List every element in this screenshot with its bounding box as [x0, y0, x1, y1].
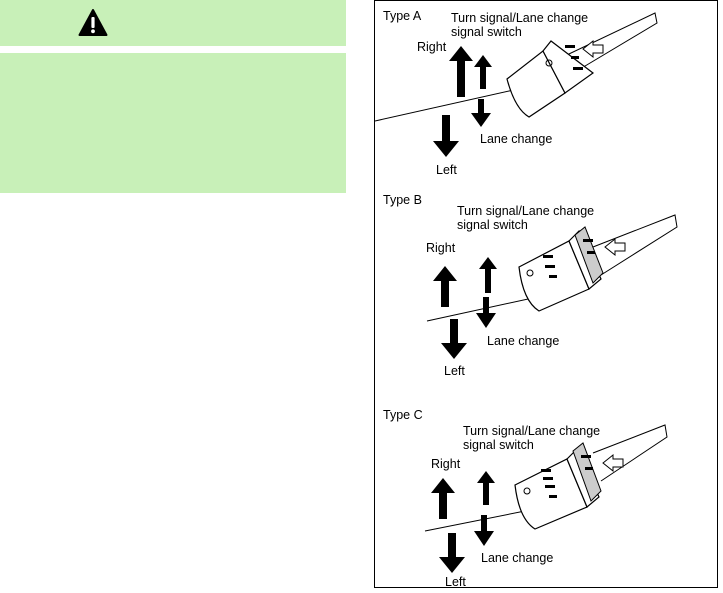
type-b-switch-label-line1: Turn signal/Lane change: [457, 204, 595, 218]
panel-type-b: Type B Turn signal/Lane change signal sw…: [375, 191, 719, 403]
type-c-switch-label-line2: signal switch: [463, 438, 534, 452]
type-a-switch-label-line2: signal switch: [451, 25, 522, 39]
type-c-lane-change-label: Lane change: [481, 551, 554, 565]
type-b-left-label: Left: [444, 364, 465, 378]
figure-box: Type A Turn signal/Lane change signal sw…: [374, 0, 719, 589]
type-c-right-label: Right: [431, 457, 461, 471]
lever-type-b-illustration: [426, 214, 678, 359]
warning-body: [0, 53, 346, 193]
type-a-lane-change-label: Lane change: [480, 132, 553, 146]
type-c-label: Type C: [383, 408, 423, 422]
warning-triangle-icon: [78, 9, 108, 36]
type-a-switch-label-line1: Turn signal/Lane change: [451, 11, 589, 25]
type-b-right-label: Right: [426, 241, 456, 255]
lever-type-c-illustration: [424, 424, 668, 573]
type-a-left-label: Left: [436, 163, 457, 177]
lever-type-a-illustration: [375, 12, 658, 157]
type-b-label: Type B: [383, 193, 422, 207]
type-b-lane-change-label: Lane change: [487, 334, 560, 348]
panel-type-c: Type C Turn signal/Lane change signal sw…: [375, 403, 719, 589]
type-c-left-label: Left: [445, 575, 466, 589]
warning-header: [0, 0, 346, 46]
type-c-switch-label-line1: Turn signal/Lane change: [463, 424, 601, 438]
panel-type-a: Type A Turn signal/Lane change signal sw…: [375, 1, 719, 191]
type-b-switch-label-line2: signal switch: [457, 218, 528, 232]
type-a-right-label: Right: [417, 40, 447, 54]
type-a-label: Type A: [383, 9, 422, 23]
